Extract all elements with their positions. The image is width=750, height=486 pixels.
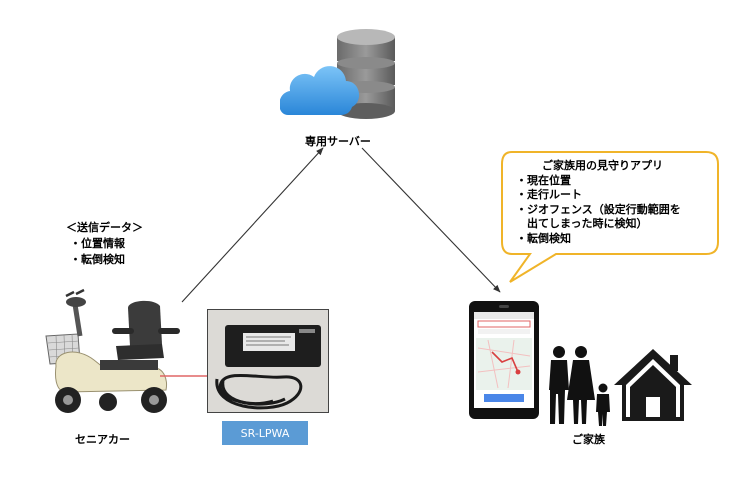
smartphone-icon — [469, 301, 539, 419]
scooter-label: セニアカー — [75, 433, 130, 446]
send-data-title: ＜送信データ＞ — [66, 221, 143, 234]
cloud-icon — [280, 66, 360, 115]
send-data-item: ・転倒検知 — [70, 253, 125, 266]
app-features-text: ご家族用の見守りアプリ ・現在位置 ・走行ルート ・ジオフェンス（設定行動範囲を… — [516, 159, 681, 246]
app-feature-item: ・現在位置 — [516, 173, 571, 187]
send-data-item: ・位置情報 — [70, 237, 125, 250]
app-feature-item: ・転倒検知 — [516, 231, 571, 245]
server-icon — [280, 29, 395, 119]
scooter-to-server-arrow — [181, 147, 324, 303]
house-icon — [614, 349, 692, 421]
mobility-scooter-icon — [45, 288, 180, 413]
server-to-family-arrow — [361, 147, 501, 293]
app-feature-item: ・走行ルート — [516, 188, 582, 201]
app-speech-bubble — [501, 151, 719, 283]
sr-lpwa-badge: SR-LPWA — [222, 421, 308, 445]
family-label: ご家族 — [572, 433, 605, 446]
app-title: ご家族用の見守りアプリ — [542, 159, 663, 172]
family-icon — [549, 346, 610, 426]
app-feature-item: 出てしまった時に検知） — [516, 217, 648, 230]
sr-lpwa-device-image — [207, 309, 329, 413]
server-label: 専用サーバー — [305, 135, 371, 148]
app-feature-item: ・ジオフェンス（設定行動範囲を — [516, 202, 681, 216]
send-data-text: ＜送信データ＞ ・位置情報 ・転倒検知 — [66, 220, 143, 268]
